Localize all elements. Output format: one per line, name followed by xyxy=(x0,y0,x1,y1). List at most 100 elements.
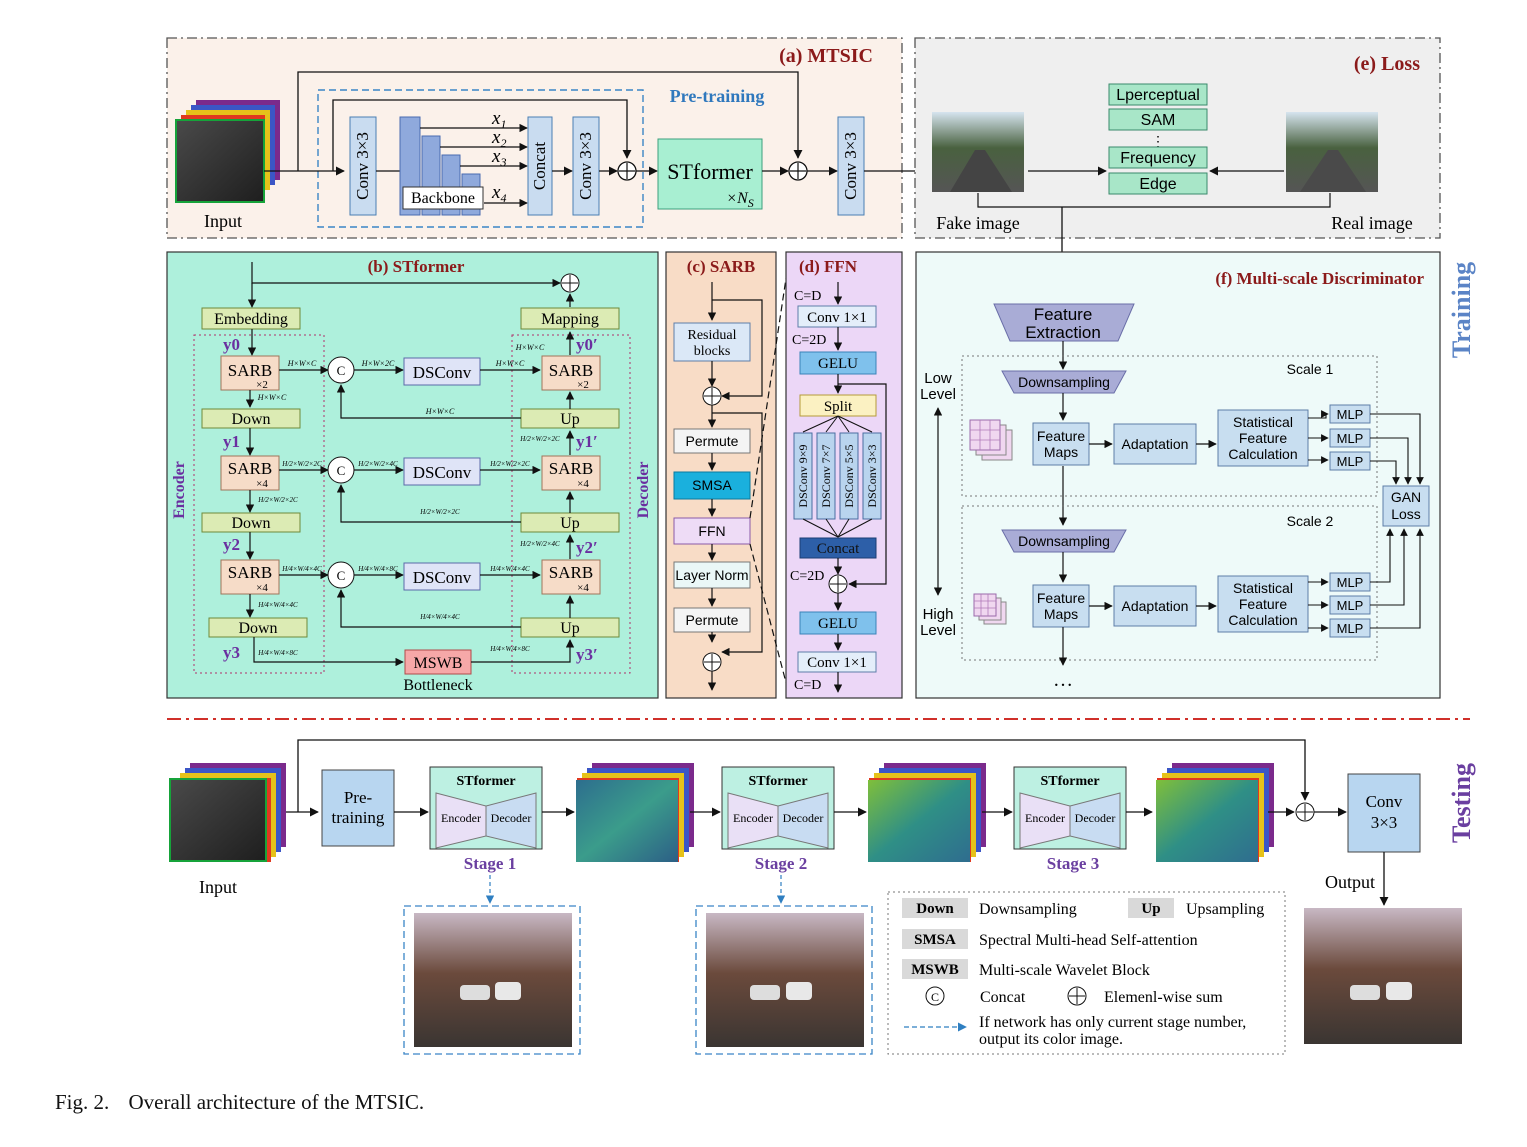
svg-text:DSConv 3×3: DSConv 3×3 xyxy=(865,444,879,507)
smsa-block xyxy=(673,471,751,500)
svg-text:Stage 3: Stage 3 xyxy=(1047,854,1099,873)
svg-text:y2: y2 xyxy=(223,535,240,554)
svg-text:Conv 1×1: Conv 1×1 xyxy=(807,655,867,671)
svg-text:C: C xyxy=(337,568,346,583)
disc-title: (f) Multi-scale Discriminator xyxy=(1215,269,1424,288)
stformer-stage-3: STformer Encoder Decoder xyxy=(1013,766,1127,850)
svg-text:DSConv 9×9: DSConv 9×9 xyxy=(796,444,810,507)
svg-text:⋮: ⋮ xyxy=(1151,135,1165,150)
svg-text:DSConv 7×7: DSConv 7×7 xyxy=(819,444,833,507)
conv-block-3 xyxy=(837,116,865,216)
svg-text:Multi-scale Wavelet Block: Multi-scale Wavelet Block xyxy=(979,962,1150,979)
pretraining-label: Pre-training xyxy=(670,86,765,106)
mapping-block xyxy=(520,307,620,330)
svg-text:Conv 1×1: Conv 1×1 xyxy=(807,310,867,326)
svg-text:High: High xyxy=(923,606,954,623)
conv-block-2 xyxy=(572,116,600,216)
svg-text:×4: ×4 xyxy=(256,478,268,490)
svg-text:Decoder: Decoder xyxy=(1075,811,1116,825)
svg-text:FFN: FFN xyxy=(698,523,725,539)
svg-text:Extraction: Extraction xyxy=(1025,323,1101,342)
svg-text:x3: x3 xyxy=(491,146,506,169)
svg-text:Adaptation: Adaptation xyxy=(1122,436,1189,452)
loss-item: Lperceptual xyxy=(1116,87,1200,104)
svg-text:Encoder: Encoder xyxy=(1025,811,1065,825)
svg-text:SARB: SARB xyxy=(228,361,272,380)
svg-text:Downsampling: Downsampling xyxy=(1018,533,1110,549)
svg-text:Level: Level xyxy=(920,622,956,639)
svg-text:DSConv: DSConv xyxy=(413,463,472,482)
svg-text:GAN: GAN xyxy=(1391,489,1421,505)
svg-text:SMSA: SMSA xyxy=(692,477,732,493)
ffn-block xyxy=(673,517,751,545)
fake-image-label: Fake image xyxy=(936,213,1019,233)
svg-text:H/2×W/2×2C: H/2×W/2×2C xyxy=(257,496,298,504)
svg-text:SARB: SARB xyxy=(549,563,593,582)
svg-text:Permute: Permute xyxy=(686,433,739,449)
svg-text:×4: ×4 xyxy=(577,478,589,490)
svg-text:Permute: Permute xyxy=(686,612,739,628)
testing-label: Testing xyxy=(1447,763,1476,843)
svg-text:H/4×W/4×4C: H/4×W/4×4C xyxy=(281,565,322,573)
svg-text:H×W×C: H×W×C xyxy=(287,359,317,368)
caption-number: Fig. 2. xyxy=(55,1090,110,1114)
svg-text:C=2D: C=2D xyxy=(792,333,826,348)
svg-text:Up: Up xyxy=(1141,901,1160,917)
svg-text:Spectral Multi-head Self-atten: Spectral Multi-head Self-attention xyxy=(979,932,1198,949)
svg-text:MLP: MLP xyxy=(1337,575,1364,590)
svg-text:STformer: STformer xyxy=(1040,774,1099,789)
input-image-stack xyxy=(175,100,280,203)
svg-text:…: … xyxy=(1053,669,1073,691)
svg-text:SARB: SARB xyxy=(228,459,272,478)
mtsic-panel: (a) MTSIC Pre-training Input Conv 3×3 xyxy=(166,37,931,239)
svg-text:MLP: MLP xyxy=(1337,621,1364,636)
svg-text:Feature: Feature xyxy=(1034,305,1093,324)
svg-text:H/2×W/2×2C: H/2×W/2×2C xyxy=(419,508,460,516)
svg-text:STformer: STformer xyxy=(748,774,807,789)
svg-text:Upsampling: Upsampling xyxy=(1186,901,1264,918)
sarb-panel: (c) SARB Residual blocks Permute SMSA FF… xyxy=(665,251,791,699)
svg-text:Scale 1: Scale 1 xyxy=(1287,361,1334,377)
stformer-block xyxy=(657,138,763,210)
svg-text:Conv 3×3: Conv 3×3 xyxy=(353,132,372,200)
figure-caption: Fig. 2. Overall architecture of the MTSI… xyxy=(55,1090,438,1115)
svg-text:Scale 2: Scale 2 xyxy=(1287,513,1334,529)
svg-text:H/2×W/2×2C: H/2×W/2×2C xyxy=(281,460,322,468)
stformer-title: (b) STformer xyxy=(368,257,465,276)
svg-text:Feature: Feature xyxy=(1239,596,1287,612)
svg-text:H/4×W/4×8C: H/4×W/4×8C xyxy=(357,565,398,573)
svg-text:Adaptation: Adaptation xyxy=(1122,598,1189,614)
conv-block-1 xyxy=(349,116,377,216)
embedding-block xyxy=(201,307,301,330)
svg-text:y3: y3 xyxy=(223,643,240,662)
svg-text:SARB: SARB xyxy=(549,361,593,380)
svg-text:Up: Up xyxy=(560,515,580,532)
svg-text:H/4×W/4×8C: H/4×W/4×8C xyxy=(257,649,298,657)
svg-text:y1′: y1′ xyxy=(576,432,598,451)
mswb-block xyxy=(404,649,472,675)
svg-text:DSConv: DSConv xyxy=(413,363,472,382)
svg-text:Statistical: Statistical xyxy=(1233,414,1293,430)
svg-text:y0′: y0′ xyxy=(576,335,598,354)
loss-item: Frequency xyxy=(1120,150,1196,167)
svg-text:Up: Up xyxy=(560,620,580,637)
training-label: Training xyxy=(1447,262,1476,358)
svg-text:y2′: y2′ xyxy=(576,538,598,557)
svg-text:Decoder: Decoder xyxy=(783,811,824,825)
svg-text:C=2D: C=2D xyxy=(790,569,824,584)
svg-text:Calculation: Calculation xyxy=(1228,612,1297,628)
svg-text:Down: Down xyxy=(231,411,270,428)
svg-text:Statistical: Statistical xyxy=(1233,580,1293,596)
loss-panel: (e) Loss Fake image Real image Lperceptu… xyxy=(914,37,1441,301)
svg-text:SMSA: SMSA xyxy=(914,932,956,948)
svg-text:y0: y0 xyxy=(223,335,240,354)
stformer-level-0: SARB ×2 SARB ×2 C DSConv H×W×C H×W×2C H×… xyxy=(220,343,601,408)
pretraining-block xyxy=(321,769,395,847)
svg-text:H×W×C: H×W×C xyxy=(495,359,525,368)
svg-text:Encoder: Encoder xyxy=(441,811,481,825)
svg-text:Output: Output xyxy=(1325,872,1375,892)
svg-text:GELU: GELU xyxy=(818,356,858,372)
svg-text:Calculation: Calculation xyxy=(1228,446,1297,462)
discriminator-panel: (f) Multi-scale Discriminator Feature Ex… xyxy=(915,251,1441,699)
